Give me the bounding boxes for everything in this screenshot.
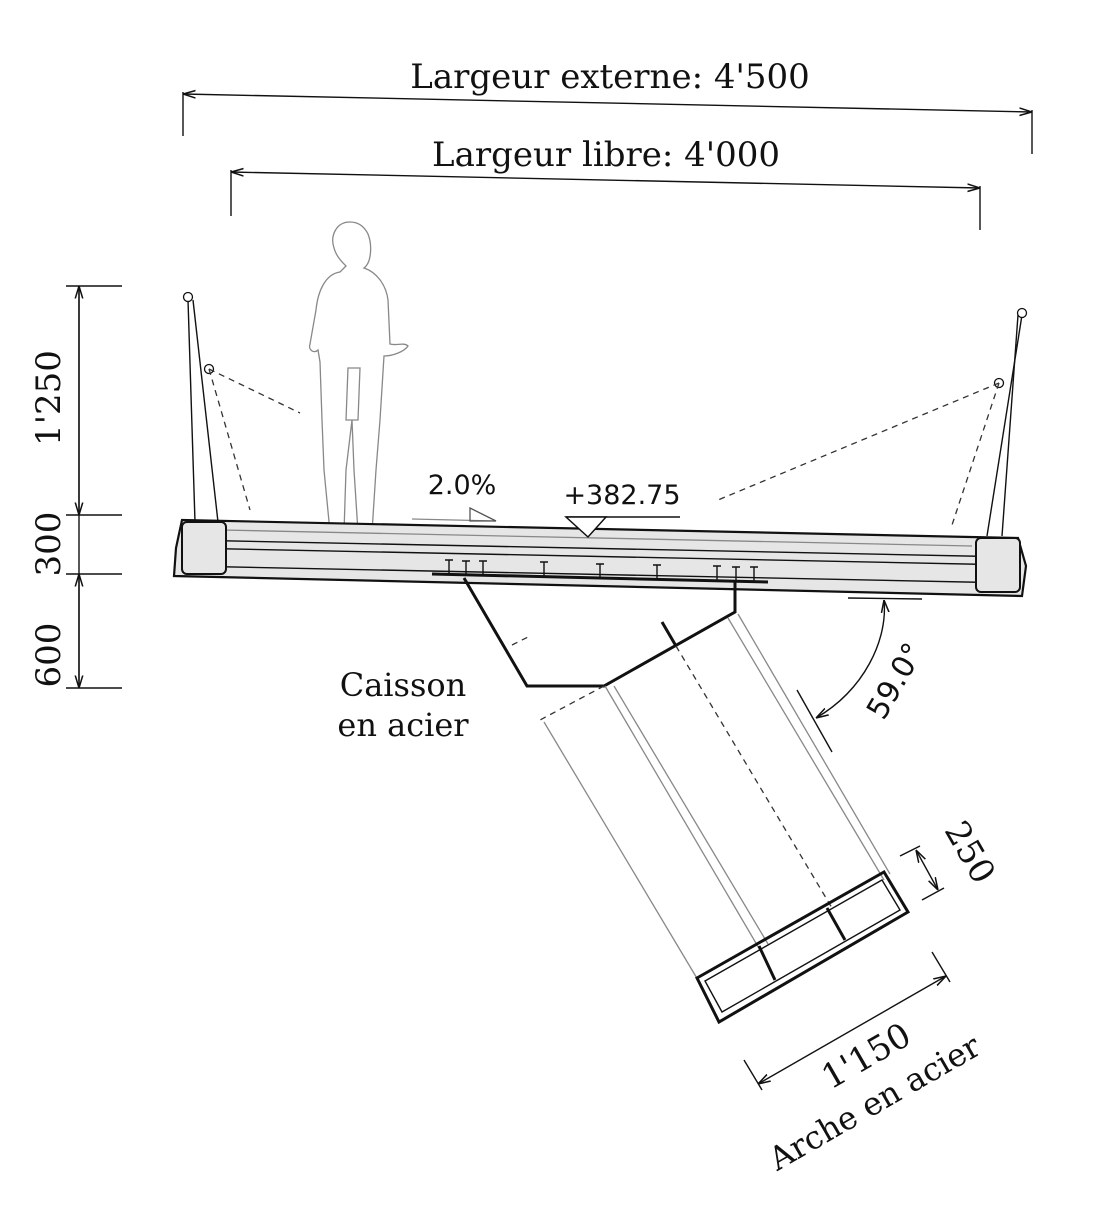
- left-edge-beam: [181, 521, 227, 575]
- box-height-label: 600: [29, 623, 69, 688]
- arch-thickness-label: 250: [936, 814, 1003, 890]
- steel-box-girder: [462, 577, 737, 721]
- right-edge-beam: [975, 537, 1021, 593]
- angle-annotation: 59.0°: [796, 597, 931, 753]
- railing-height-label: 1'250: [29, 350, 69, 446]
- arch-cross-section: [695, 869, 911, 1025]
- clear-width-label: Largeur libre: 4'000: [432, 135, 780, 175]
- pedestrian-bag: [345, 367, 361, 421]
- slope-label: 2.0%: [428, 470, 497, 501]
- elevation-marker: +382.75: [563, 480, 681, 539]
- outer-width-label: Largeur externe: 4'500: [410, 57, 809, 97]
- box-girder-label-line2: en acier: [337, 706, 469, 744]
- slope-annotation: 2.0%: [411, 470, 497, 522]
- deck-height-label: 300: [29, 512, 69, 577]
- right-railing: [717, 307, 1028, 537]
- vertical-dimension-chain: 1'250 300 600: [29, 285, 122, 689]
- shear-studs: [445, 559, 758, 581]
- left-railing: [182, 291, 301, 523]
- clear-width-dimension: Largeur libre: 4'000: [230, 135, 981, 230]
- deck-slab: [172, 518, 1028, 598]
- elevation-label: +382.75: [563, 480, 680, 511]
- steel-arch: [543, 613, 911, 1025]
- outer-width-dimension: Largeur externe: 4'500: [182, 57, 1033, 154]
- pedestrian-silhouette: [308, 221, 409, 533]
- angle-label: 59.0°: [860, 637, 931, 725]
- box-girder-label-line1: Caisson: [340, 666, 467, 704]
- arch-thickness-dimension: 250: [899, 814, 1003, 901]
